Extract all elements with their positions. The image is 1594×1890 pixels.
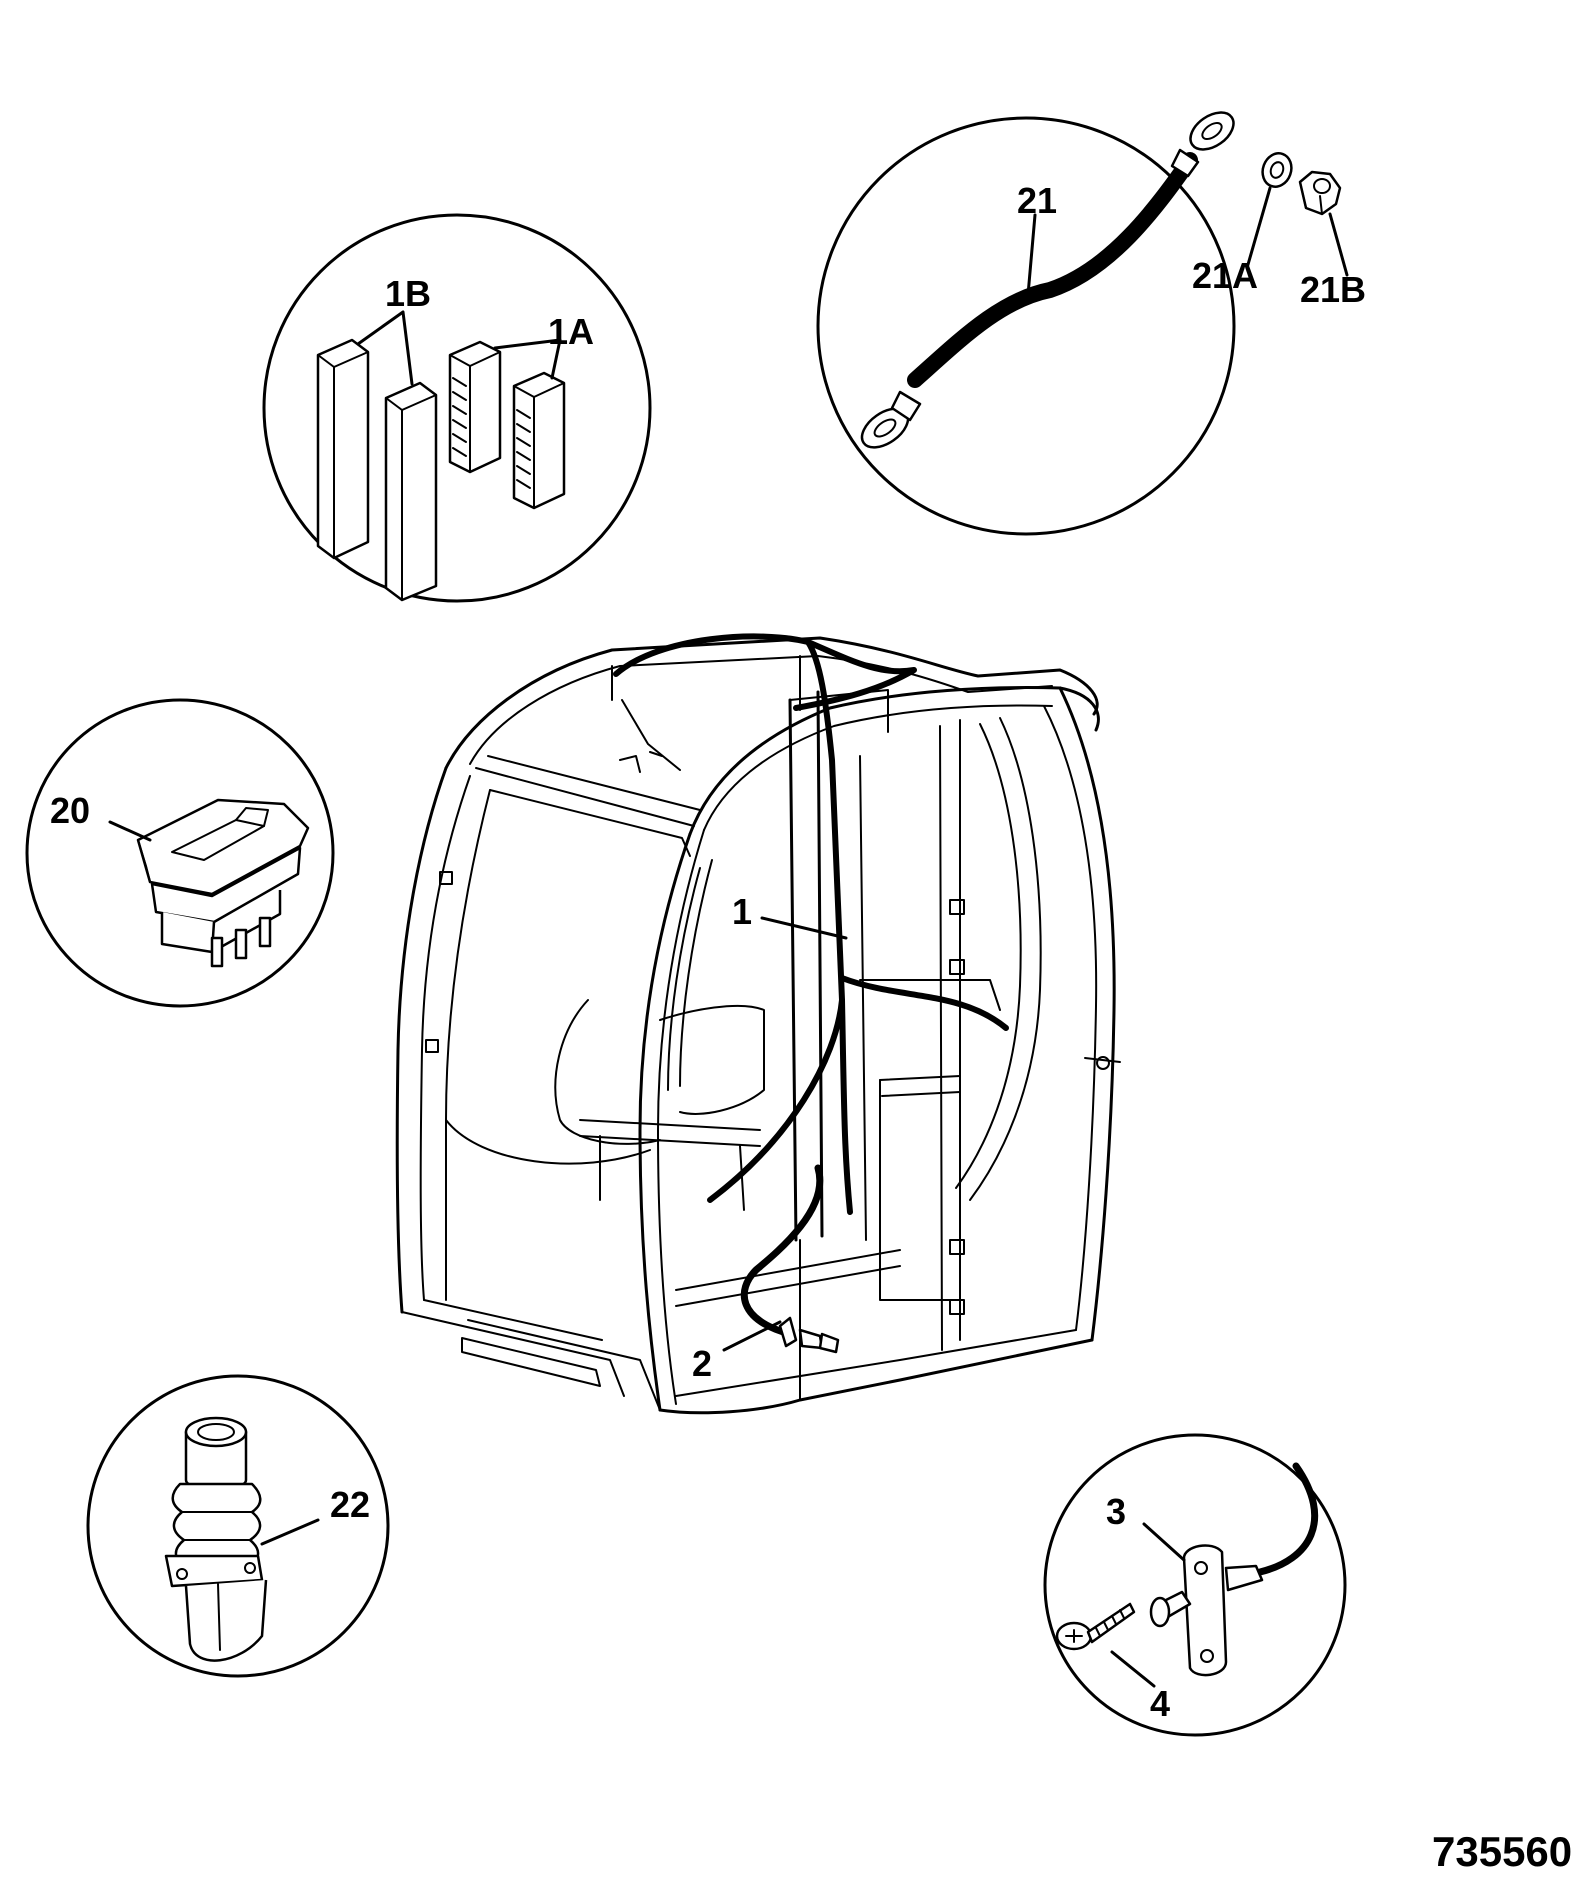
detail-circle-door-switch: 3 4 bbox=[1043, 1433, 1347, 1737]
screw-icon bbox=[1055, 1602, 1136, 1651]
rocker-switch-icon bbox=[136, 798, 310, 968]
label-21: 21 bbox=[1017, 180, 1057, 221]
label-22: 22 bbox=[330, 1484, 370, 1525]
main-harness bbox=[613, 633, 1009, 1215]
label-1: 1 bbox=[732, 891, 752, 932]
cab-frame-icon bbox=[395, 636, 1121, 1415]
door-switch-cable bbox=[740, 1164, 840, 1354]
label-2: 2 bbox=[692, 1343, 712, 1384]
earth-strap-icon bbox=[860, 111, 1235, 449]
washer-icon bbox=[1261, 152, 1293, 188]
detail-circle-rocker-switch: 20 bbox=[25, 698, 335, 1008]
detail-circle-plunger-switch: 22 bbox=[86, 1374, 390, 1678]
label-21B: 21B bbox=[1300, 269, 1366, 310]
relay-icon bbox=[448, 340, 566, 510]
detail-circle-earth-strap: 21 21A 21B bbox=[816, 111, 1366, 536]
label-3: 3 bbox=[1106, 1491, 1126, 1532]
nut-icon bbox=[1298, 170, 1342, 216]
plunger-switch-icon bbox=[164, 1416, 268, 1662]
detail-circle-fuses-relays: 1B 1A bbox=[262, 213, 652, 603]
label-20: 20 bbox=[50, 790, 90, 831]
fuse-icon bbox=[316, 338, 438, 602]
label-1A: 1A bbox=[548, 311, 594, 352]
label-1B: 1B bbox=[385, 273, 431, 314]
label-21A: 21A bbox=[1192, 255, 1258, 296]
label-4: 4 bbox=[1150, 1683, 1170, 1724]
drawing-number: 735560 bbox=[1432, 1828, 1572, 1875]
door-switch-icon bbox=[1149, 1462, 1319, 1677]
